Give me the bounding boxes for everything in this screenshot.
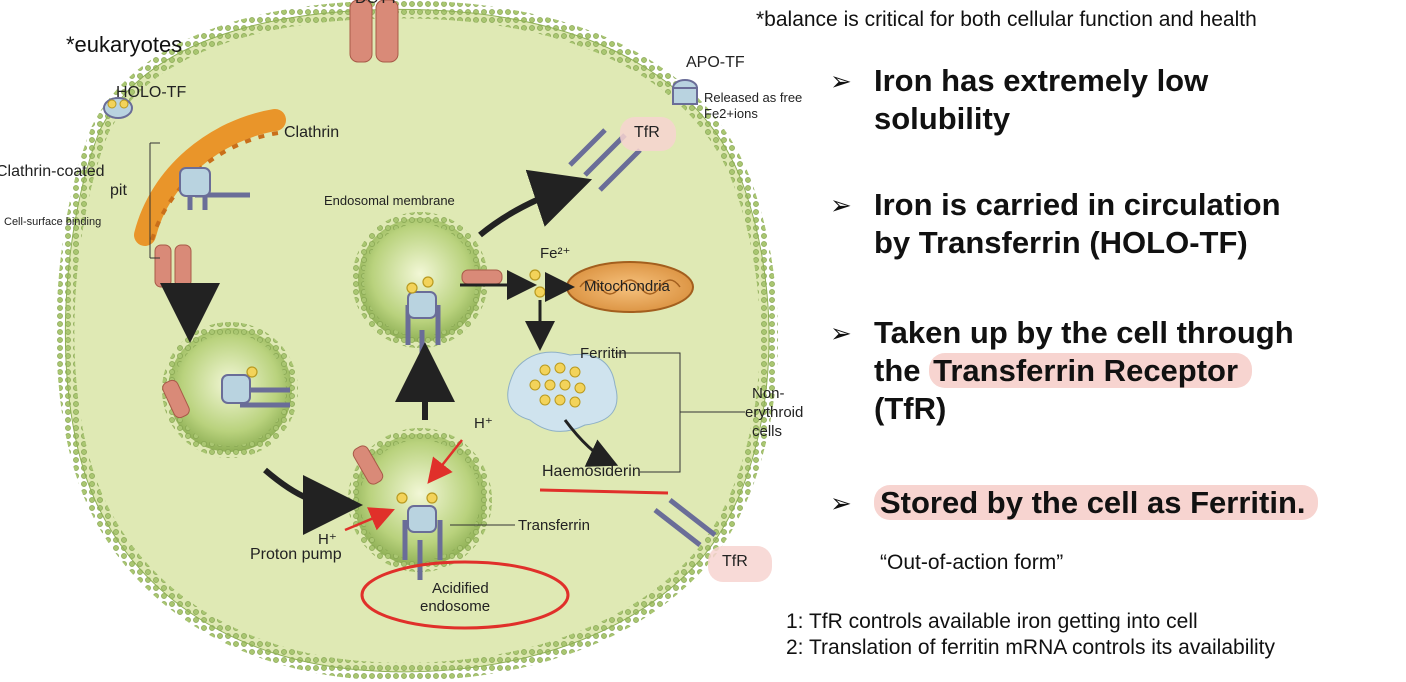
dmt1-channel-pit bbox=[154, 244, 192, 288]
red-annotations bbox=[360, 488, 669, 630]
dmt1-channel-recycling bbox=[461, 269, 503, 285]
dcyt-label: DCYT bbox=[355, 0, 399, 8]
acidified-label-2: endosome bbox=[420, 598, 491, 615]
clathrin-coated-pit-label-1: Clathrin-coated bbox=[0, 163, 105, 180]
acidified-endosome-circle bbox=[360, 560, 570, 630]
label-leader-lines bbox=[149, 142, 745, 526]
clathrin-label: Clathrin bbox=[284, 124, 340, 141]
arrow-bullet-icon: ➢ bbox=[830, 66, 852, 96]
tfr-bottom-highlight bbox=[708, 546, 772, 582]
bullet-1-line-1: Iron has extremely low bbox=[874, 63, 1209, 98]
receptor-endosome bbox=[402, 505, 443, 580]
haemosiderin-underline bbox=[539, 488, 669, 495]
released-label-1: Released as free bbox=[704, 90, 803, 105]
holo-tf-label: HOLO-TF bbox=[116, 84, 187, 101]
proton-arrows bbox=[344, 439, 463, 532]
ferritin-label: Ferritin bbox=[580, 345, 627, 362]
bullet-1-line-2: solubility bbox=[874, 101, 1011, 136]
bullet-2-line-1: Iron is carried in circulation bbox=[874, 187, 1281, 222]
tfr-top-label: TfR bbox=[634, 124, 660, 141]
arrow-bullet-icon: ➢ bbox=[830, 488, 852, 518]
receptor-tfr-bottom bbox=[653, 498, 717, 547]
arrow-bullet-icon: ➢ bbox=[830, 190, 852, 220]
tfr-top-highlight bbox=[620, 117, 676, 151]
dmt1-channel-endosome bbox=[352, 445, 384, 485]
pathway-arrows bbox=[160, 169, 619, 535]
iron-uptake-diagram bbox=[56, 0, 778, 681]
transferrin-receptor-highlight: Transferrin Receptor bbox=[929, 353, 1253, 388]
non-erythroid-label-2: erythroid bbox=[745, 404, 804, 421]
haemosiderin-label: Haemosiderin bbox=[542, 463, 641, 480]
proton-pump-label: Proton pump bbox=[250, 546, 342, 563]
mitochondria-label: Mitochondria bbox=[584, 278, 670, 295]
apo-tf-label: APO-TF bbox=[686, 54, 745, 71]
non-erythroid-label-1: Non- bbox=[752, 385, 785, 402]
apo-tf-molecule bbox=[672, 79, 698, 105]
h-plus-label-2: H⁺ bbox=[318, 531, 337, 548]
out-of-action-note: “Out-of-action form” bbox=[880, 551, 1064, 574]
acidified-label-1: Acidified bbox=[432, 580, 489, 597]
bullet-3-line-4: (TfR) bbox=[874, 391, 947, 426]
receptor-pit bbox=[179, 167, 250, 210]
tfr-bottom-label: TfR bbox=[722, 553, 748, 570]
cell-surface-binding-label: Cell-surface binding bbox=[4, 216, 102, 228]
non-erythroid-label-3: cells bbox=[752, 423, 783, 440]
balance-note: *balance is critical for both cellular f… bbox=[756, 8, 1257, 31]
clathrin-coated-pit-label-2: pit bbox=[110, 182, 127, 199]
receptor-tfr-top bbox=[568, 128, 642, 192]
ferritin-cluster bbox=[507, 351, 618, 432]
eukaryotes-label: *eukaryotes bbox=[66, 32, 183, 57]
endosomal-membrane-label: Endosomal membrane bbox=[324, 193, 455, 208]
h-plus-label-1: H⁺ bbox=[474, 415, 493, 432]
fe2-label: Fe²⁺ bbox=[540, 245, 571, 262]
bullet-3-line-2: the bbox=[874, 353, 930, 388]
arrow-bullet-icon: ➢ bbox=[830, 318, 852, 348]
control-note-2: 2: Translation of ferritin mRNA controls… bbox=[786, 636, 1276, 659]
dmt1-channel-vesicle bbox=[162, 379, 190, 419]
receptor-vesicle-1 bbox=[221, 374, 290, 408]
transferrin-label: Transferrin bbox=[518, 517, 590, 534]
bullet-2-line-2: by Transferrin (HOLO-TF) bbox=[874, 225, 1248, 260]
bullet-3-line-1: Taken up by the cell through bbox=[874, 315, 1294, 350]
control-note-1: 1: TfR controls available iron getting i… bbox=[786, 610, 1198, 633]
bullet-2: ➢ Iron is carried in circulation by Tran… bbox=[830, 186, 1281, 262]
bullet-1: ➢ Iron has extremely low solubility bbox=[830, 62, 1208, 138]
ferritin-storage-highlight: Stored by the cell as Ferritin. bbox=[874, 485, 1318, 520]
dcyt-channel bbox=[349, 0, 399, 63]
holo-tf-molecule bbox=[103, 97, 133, 119]
bullet-3: ➢ Taken up by the cell through the Trans… bbox=[830, 314, 1294, 428]
bullet-4: ➢ Stored by the cell as Ferritin. bbox=[830, 484, 1318, 522]
released-label-2: Fe2+ions bbox=[704, 106, 758, 121]
